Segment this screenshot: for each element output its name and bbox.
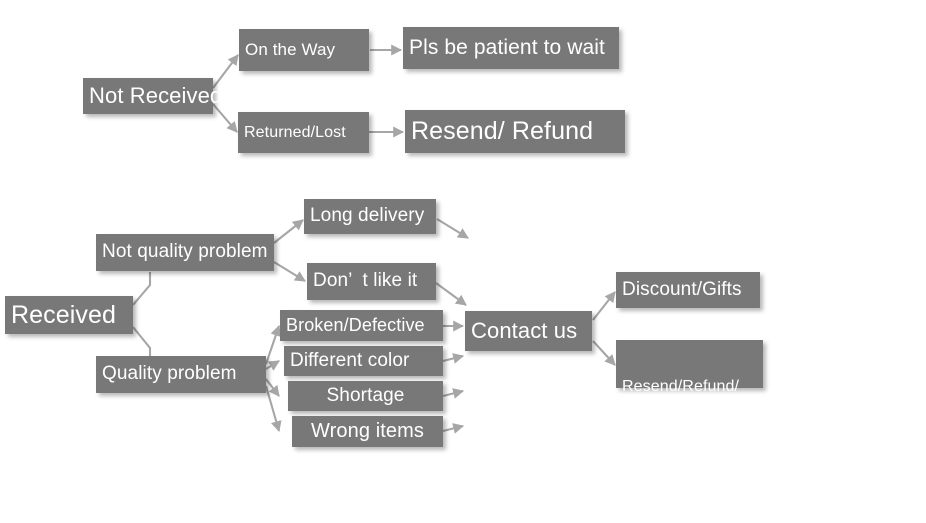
node-not-received[interactable]: Not Received	[83, 78, 222, 114]
node-wrong-items[interactable]: Wrong items	[292, 416, 443, 447]
connector-dontlike-contactus	[435, 282, 467, 306]
resend-refund-discount-line-2: Discount	[622, 429, 686, 447]
connector-received-notquality	[132, 272, 152, 306]
connector-quality-wrongitems	[264, 385, 282, 433]
connector-differentcolor-contactus	[442, 353, 465, 364]
node-returned-lost[interactable]: Returned/Lost	[238, 112, 369, 153]
node-contact-us[interactable]: Contact us	[465, 311, 592, 351]
node-quality-problem[interactable]: Quality problem	[96, 356, 266, 393]
connector-quality-differentcolor	[265, 360, 280, 371]
node-different-color[interactable]: Different color	[284, 346, 443, 376]
resend-refund-discount-line-1: Resend/Refund/	[622, 377, 740, 395]
node-dont-like-it[interactable]: Don’ t like it	[307, 263, 436, 300]
connector-quality-broken	[265, 324, 281, 365]
connector-wrongitems-contactus	[442, 423, 465, 434]
node-resend-refund-discount[interactable]: Resend/Refund/ Discount	[616, 340, 763, 446]
node-discount-gifts[interactable]: Discount/Gifts	[616, 272, 760, 308]
node-broken-defective[interactable]: Broken/Defective	[280, 310, 443, 341]
node-long-delivery[interactable]: Long delivery	[304, 199, 436, 234]
connector-contactus-resendrefunddiscount	[592, 340, 616, 366]
node-not-quality-problem[interactable]: Not quality problem	[96, 234, 274, 271]
node-received[interactable]: Received	[5, 296, 133, 334]
node-pls-be-patient-to-wait[interactable]: Pls be patient to wait	[403, 27, 619, 69]
connector-notquality-dontlike	[273, 261, 306, 282]
connector-notquality-longdelivery	[273, 219, 304, 244]
connector-shortage-contactus	[442, 388, 465, 399]
connector-quality-shortage	[265, 378, 280, 397]
connector-contactus-discountgifts	[592, 291, 616, 321]
node-on-the-way[interactable]: On the Way	[239, 29, 369, 71]
node-shortage[interactable]: Shortage	[288, 381, 443, 411]
connector-longdelivery-contactus	[436, 218, 469, 239]
connector-notreceived-returnedlost	[212, 103, 238, 133]
node-resend-refund[interactable]: Resend/ Refund	[405, 110, 625, 153]
connector-received-quality	[132, 326, 152, 357]
